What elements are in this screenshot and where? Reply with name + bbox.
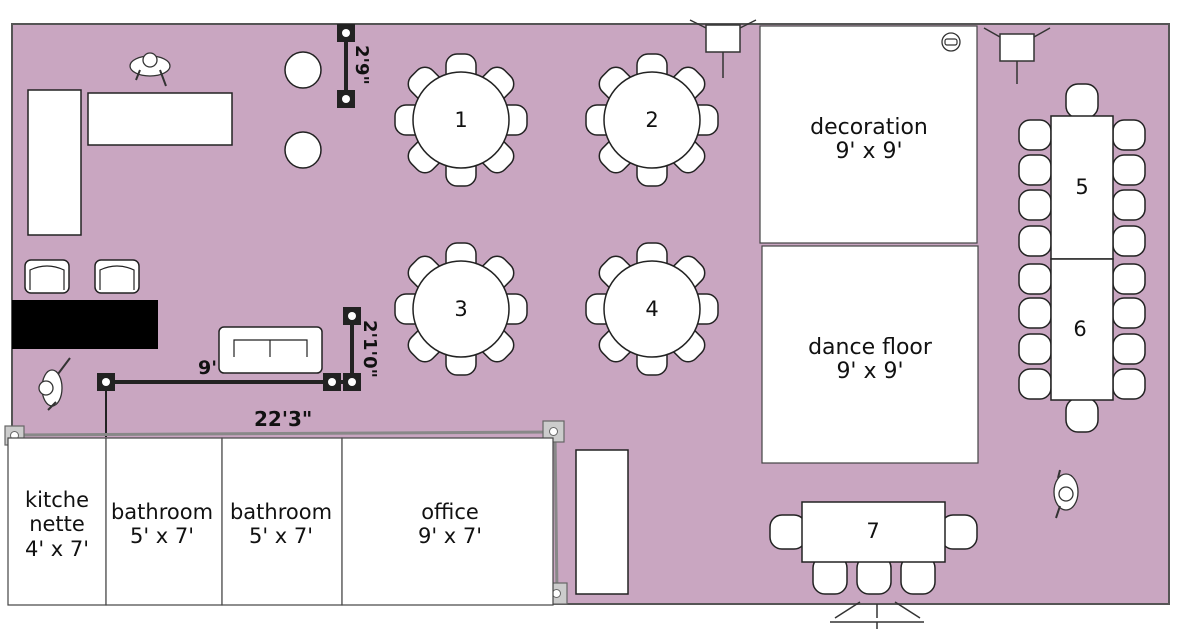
chair[interactable] [1018,154,1052,186]
chair[interactable] [1112,297,1146,329]
bar-stool[interactable] [284,131,322,169]
person-topdown-icon [38,357,71,411]
chair[interactable] [1018,368,1052,400]
dimension-side-post: 2'1'0" [359,320,380,378]
dance-floor-size: 9' x 9' [836,359,903,384]
round-table-top[interactable] [603,71,701,169]
chair[interactable] [1018,119,1052,151]
kitchenette-label-1: kitche [25,488,89,512]
round-table-label: 3 [454,297,467,321]
round-table-top[interactable] [603,260,701,358]
chair[interactable] [1112,368,1146,400]
chair[interactable] [1018,225,1052,257]
dance-floor-area[interactable] [761,245,979,464]
bathroom-2-label: bathroom [230,500,332,524]
round-table-3[interactable]: 3 [394,242,528,376]
kitchenette-size: 4' x 7' [25,537,89,561]
chair[interactable] [1112,189,1146,221]
decoration-area[interactable] [759,25,978,244]
bathroom-1-label: bathroom [111,500,213,524]
room-kitchenette[interactable] [7,437,107,606]
decoration-label: decoration [810,115,928,140]
office-label: office [421,500,479,524]
armchair[interactable] [94,259,140,294]
speaker-on-stand-icon [689,19,757,78]
office-size: 9' x 7' [418,524,482,548]
black-counter[interactable] [12,300,158,349]
round-table-1[interactable]: 1 [394,53,528,187]
speaker-on-stand-icon [983,27,1051,84]
bar-counter-horizontal[interactable] [87,92,233,146]
side-table[interactable] [575,449,629,595]
sofa[interactable] [218,326,323,374]
round-table-2[interactable]: 2 [585,53,719,187]
chair[interactable] [1018,263,1052,295]
round-table-label: 2 [645,108,658,132]
table-7-label: 7 [866,519,879,543]
round-table-top[interactable] [412,71,510,169]
round-table-label: 1 [454,108,467,132]
bar-stool[interactable] [284,51,322,89]
chair[interactable] [1018,333,1052,365]
table-6-label: 6 [1073,317,1086,341]
long-table-5[interactable] [1050,115,1114,260]
dance-floor-label: dance floor [808,335,933,360]
power-outlet-icon [941,32,961,52]
decoration-size: 9' x 9' [835,139,902,164]
long-table-6[interactable] [1050,258,1114,401]
bathroom-2-size: 5' x 7' [249,524,313,548]
chair[interactable] [1112,225,1146,257]
person-topdown-icon [1053,469,1079,519]
speaker-on-stand-icon [830,601,924,629]
dimension-rail-short: 9' [198,357,217,379]
table-5-label: 5 [1075,175,1088,199]
chair[interactable] [1112,154,1146,186]
chair[interactable] [1065,83,1099,119]
round-table-4[interactable]: 4 [585,242,719,376]
dimension-rail-long: 22'3" [254,407,312,431]
chair[interactable] [1018,189,1052,221]
dimension-top-post: 2'9" [351,45,372,85]
chair[interactable] [1018,297,1052,329]
chair[interactable] [1112,333,1146,365]
long-table-7[interactable] [801,501,946,563]
chair[interactable] [1112,119,1146,151]
chair[interactable] [1065,397,1099,433]
room-office[interactable] [341,437,554,606]
round-table-top[interactable] [412,260,510,358]
round-table-label: 4 [645,297,658,321]
chair[interactable] [1112,263,1146,295]
armchair[interactable] [24,259,70,294]
chair[interactable] [940,514,978,550]
chair[interactable] [769,514,807,550]
kitchenette-label-2: nette [29,512,85,536]
person-topdown-icon [129,52,171,87]
bar-counter-vertical[interactable] [27,89,82,236]
bathroom-1-size: 5' x 7' [130,524,194,548]
room-bathroom-2[interactable] [221,437,343,606]
